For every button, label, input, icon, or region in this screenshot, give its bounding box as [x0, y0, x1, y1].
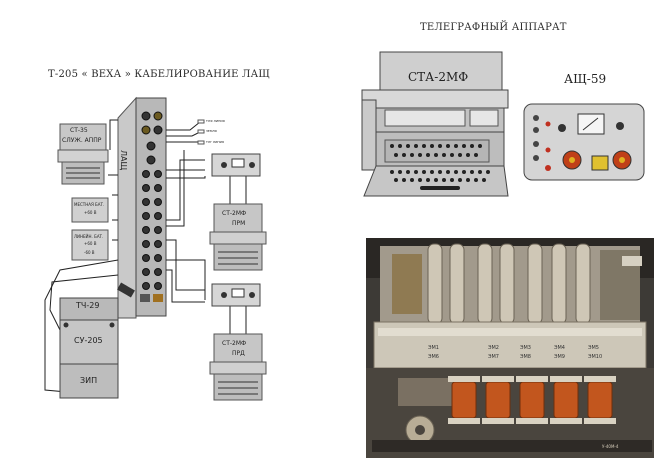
line-battery-voltage-2: -60 В — [84, 250, 95, 255]
photo-em-bottom-5: ЭМ10 — [588, 354, 602, 360]
photo-em-top-1: ЭМ1 — [428, 345, 439, 351]
photo-em-bottom-3: ЭМ8 — [520, 354, 531, 360]
ash59-label: АЩ-59 — [564, 72, 606, 86]
zip-label: ЗИП — [80, 376, 97, 385]
st2mf-transmitter-sub: ПРД — [232, 350, 245, 357]
right-diagram-title: ТЕЛЕГРАФНЫЙ АППАРАТ — [420, 22, 567, 33]
control-box-2 — [212, 284, 260, 306]
tch29-label: ТЧ-29 — [76, 301, 99, 310]
st2mf-transmitter-label: СТ-2МФ — [222, 340, 246, 347]
control-box-1 — [212, 154, 260, 176]
photo-em-top-2: ЭМ2 — [488, 345, 499, 351]
st35-label: СТ-35 — [70, 127, 88, 134]
lash-panel — [117, 98, 166, 318]
st35-sub-label: СЛУЖ. АППР — [62, 137, 101, 144]
relay-photo — [366, 238, 654, 458]
photo-em-bottom-2: ЭМ7 — [488, 354, 499, 360]
photo-em-top-4: ЭМ4 — [554, 345, 565, 351]
line-battery-voltage-1: +60 В — [84, 241, 96, 246]
photo-em-bottom-4: ЭМ9 — [554, 354, 565, 360]
output-label-1: ТЛФ ЛИНИЯ — [206, 119, 225, 123]
st2mf-receiver-sub: ПРМ — [232, 220, 245, 227]
ash59-panel — [524, 104, 644, 180]
lash-label: ЛАЩ — [119, 150, 128, 170]
photo-plate-label: У-40М-4 — [602, 444, 618, 449]
photo-em-bottom-1: ЭМ6 — [428, 354, 439, 360]
local-battery-label: МЕСТНАЯ БАТ. — [74, 202, 104, 207]
photo-em-top-5: ЭМ5 — [588, 345, 599, 351]
local-battery-voltage: +60 В — [84, 210, 96, 215]
sta2mf-label: СТА-2МФ — [408, 70, 468, 84]
photo-em-top-3: ЭМ3 — [520, 345, 531, 351]
su205-label: СУ-205 — [74, 336, 103, 345]
line-battery-label: ЛИНЕЙН. БАТ. — [74, 234, 103, 239]
output-label-3: ТЛГ ЛИНИЯ — [206, 140, 224, 144]
output-label-2: ЗЕМЛЯ — [206, 129, 217, 133]
st2mf-receiver-label: СТ-2МФ — [222, 210, 246, 217]
